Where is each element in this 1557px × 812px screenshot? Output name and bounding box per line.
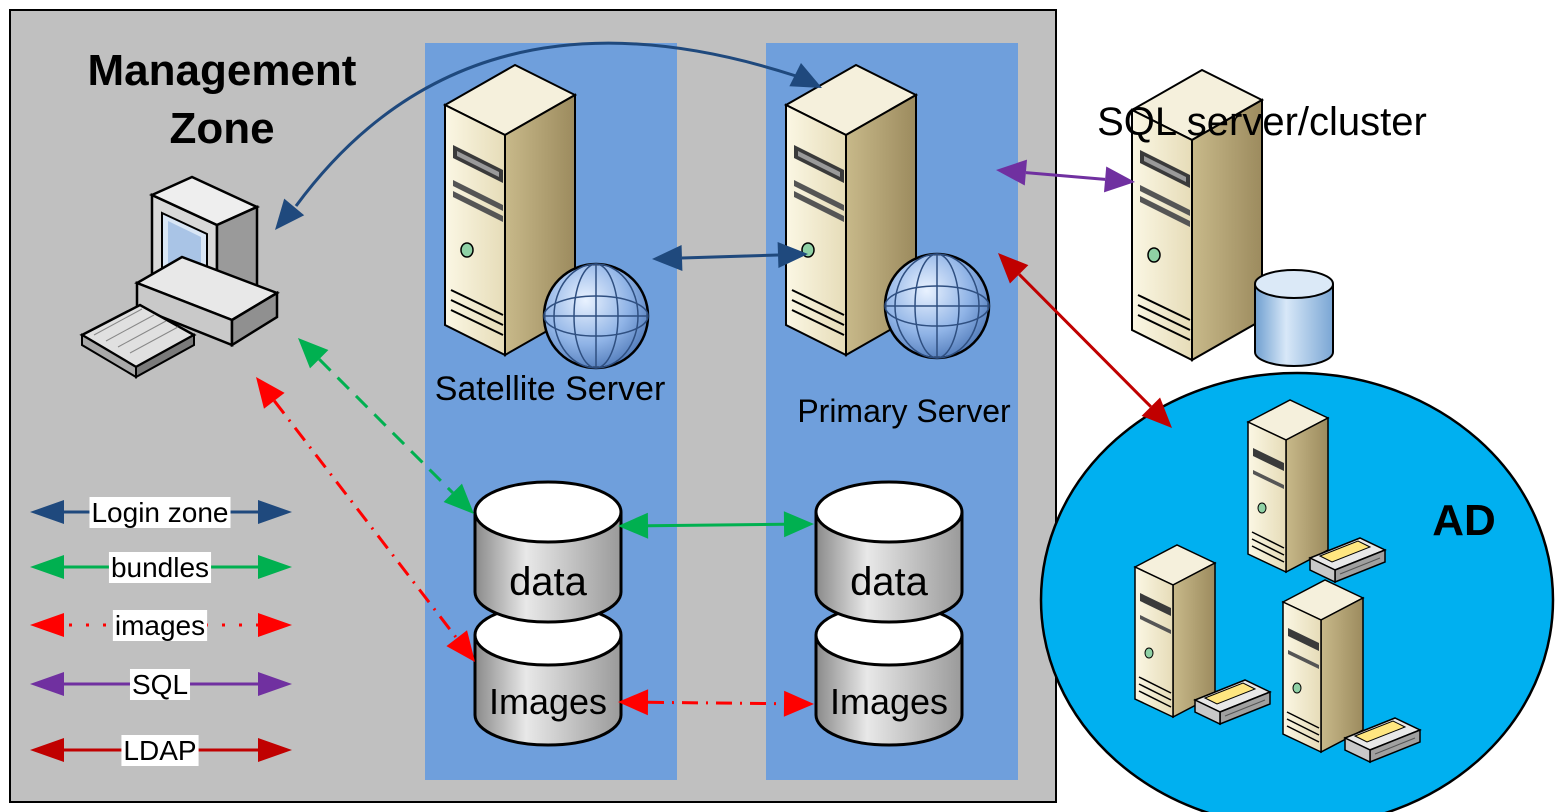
arrowhead bbox=[1103, 166, 1135, 193]
arrowhead bbox=[618, 512, 649, 539]
primary-data-label: data bbox=[850, 560, 929, 604]
primary-images-label: Images bbox=[830, 681, 948, 722]
legend-arrowhead bbox=[30, 738, 64, 762]
login-zone-connector bbox=[275, 41, 822, 230]
arrowhead bbox=[777, 241, 808, 268]
legend-label-bg bbox=[112, 610, 208, 641]
connector-line bbox=[294, 41, 797, 207]
legend-arrowhead bbox=[258, 672, 292, 696]
legend-label: bundles bbox=[111, 552, 209, 583]
connectors bbox=[256, 41, 1172, 717]
legend-arrowhead bbox=[258, 555, 292, 579]
sql-server-icon bbox=[1131, 69, 1334, 367]
legend-arrowhead bbox=[258, 613, 292, 637]
satellite-images-store bbox=[473, 603, 623, 747]
globe-icon bbox=[883, 252, 991, 360]
legend-item: images bbox=[30, 610, 292, 641]
images-connector bbox=[618, 689, 814, 717]
database-cylinder-icon bbox=[1254, 269, 1334, 367]
connector-line bbox=[1018, 273, 1152, 408]
login-zone-connector bbox=[652, 241, 808, 272]
sql-server-label: SQL server/cluster bbox=[1097, 100, 1427, 144]
legend-label: images bbox=[115, 610, 205, 641]
legend-label-bg bbox=[89, 497, 231, 528]
legend-label: SQL bbox=[132, 669, 188, 700]
connector-line bbox=[647, 522, 785, 528]
legend-label-bg bbox=[121, 735, 199, 766]
ad-server-icon bbox=[1247, 399, 1329, 573]
images-connector bbox=[256, 377, 475, 662]
arrowhead bbox=[256, 377, 285, 409]
arrowhead bbox=[443, 483, 474, 514]
legend-arrowhead bbox=[258, 738, 292, 762]
bundles-connector bbox=[618, 511, 814, 539]
connector-line bbox=[1025, 171, 1106, 181]
connector-line bbox=[273, 399, 458, 640]
satellite-server-label: Satellite Server bbox=[435, 370, 666, 408]
arrowhead bbox=[618, 689, 649, 716]
connector-line bbox=[681, 253, 779, 260]
ad-server-icon bbox=[1282, 579, 1364, 753]
arrowhead bbox=[996, 159, 1028, 186]
ad-server-icon bbox=[1134, 544, 1216, 718]
arrowhead bbox=[789, 62, 822, 88]
ldap-connector bbox=[998, 253, 1172, 428]
arrowhead bbox=[998, 253, 1029, 284]
arrowhead bbox=[652, 245, 683, 272]
arrowhead bbox=[298, 338, 329, 369]
legend-arrowhead bbox=[30, 555, 64, 579]
legend-item: LDAP bbox=[30, 735, 292, 766]
connector-line bbox=[647, 700, 785, 706]
workstation-icon bbox=[79, 175, 280, 379]
satellite-data-label: data bbox=[509, 560, 588, 604]
arrowhead bbox=[1141, 397, 1172, 428]
legend-item: bundles bbox=[30, 552, 292, 583]
connector-line bbox=[318, 358, 454, 494]
primary-images-store bbox=[814, 603, 964, 747]
globe-icon bbox=[542, 262, 650, 370]
zone-title-line1: Management bbox=[88, 46, 357, 95]
primary-server-label: Primary Server bbox=[797, 393, 1011, 429]
satellite-images-label: Images bbox=[489, 681, 607, 722]
legend-label: Login zone bbox=[91, 497, 228, 528]
arrowhead bbox=[446, 630, 475, 662]
arrowhead bbox=[783, 511, 814, 538]
legend-arrowhead bbox=[30, 500, 64, 524]
legend-arrowhead bbox=[30, 672, 64, 696]
ad-label: AD bbox=[1432, 496, 1496, 545]
legend-label-bg bbox=[129, 669, 191, 700]
sql-connector bbox=[996, 159, 1135, 193]
legend-item: SQL bbox=[30, 669, 292, 700]
arrowhead bbox=[783, 690, 814, 717]
bundles-connector bbox=[298, 338, 474, 514]
legend-label: LDAP bbox=[123, 735, 196, 766]
legend-arrowhead bbox=[30, 613, 64, 637]
legend-arrowhead bbox=[258, 500, 292, 524]
legend-item: Login zone bbox=[30, 497, 292, 528]
arrowhead bbox=[275, 198, 305, 230]
zone-title-line2: Zone bbox=[169, 104, 274, 153]
legend-label-bg bbox=[108, 552, 212, 583]
